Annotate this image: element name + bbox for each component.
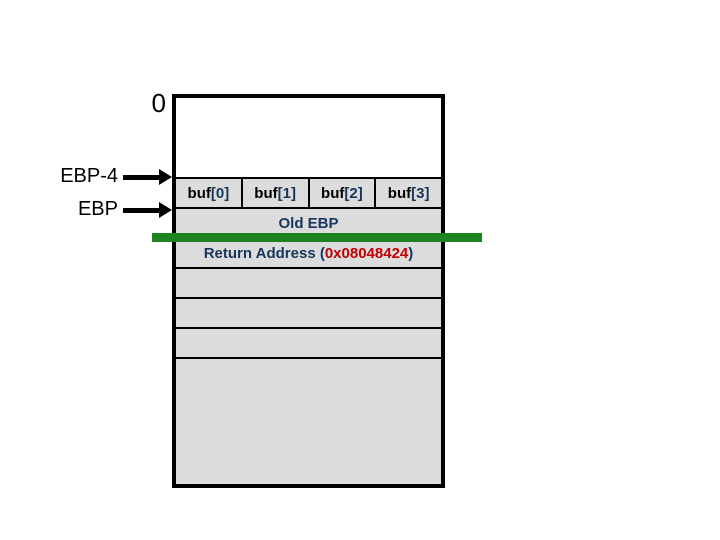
empty-stack-row	[176, 327, 441, 357]
stack-bottom-empty-region	[176, 357, 441, 484]
buffer-row: buf[0] buf[1] buf[2] buf[3]	[176, 177, 441, 207]
stack-memory-box: buf[0] buf[1] buf[2] buf[3] Old EBP Retu…	[172, 94, 445, 488]
buf-cell-3: buf[3]	[374, 179, 441, 207]
return-address-suffix: )	[408, 244, 414, 262]
arrow-shaft	[123, 207, 160, 213]
old-ebp-label: Old EBP	[278, 214, 339, 232]
return-address-value: 0x08048424	[324, 244, 409, 262]
arrow-head	[159, 169, 172, 185]
buf-cell-index: [3]	[411, 184, 430, 202]
origin-label: 0	[151, 88, 166, 118]
buf-cell-1: buf[1]	[240, 179, 308, 207]
buf-cell-index: [1]	[277, 184, 296, 202]
ebp-minus-4-label: EBP-4	[60, 165, 118, 187]
ebp-minus-4-arrow-icon	[123, 169, 172, 185]
stack-top-empty-region	[176, 98, 441, 177]
ebp-label: EBP	[77, 198, 118, 220]
arrow-head	[159, 202, 172, 218]
buf-cell-0: buf[0]	[176, 179, 241, 207]
return-address-prefix: Return Address (	[203, 244, 325, 262]
arrow-shaft	[123, 174, 160, 180]
buf-cell-name: buf	[187, 184, 211, 202]
buf-cell-index: [2]	[344, 184, 363, 202]
overflow-overwrite-line	[152, 233, 482, 242]
empty-stack-row	[176, 297, 441, 327]
buf-cell-name: buf	[387, 184, 412, 202]
buf-cell-index: [0]	[210, 184, 230, 202]
buf-cell-2: buf[2]	[307, 179, 375, 207]
buf-cell-name: buf	[254, 184, 278, 202]
buf-cell-name: buf	[321, 184, 345, 202]
old-ebp-row: Old EBP	[176, 207, 441, 237]
ebp-arrow-icon	[123, 202, 172, 218]
empty-stack-row	[176, 267, 441, 297]
